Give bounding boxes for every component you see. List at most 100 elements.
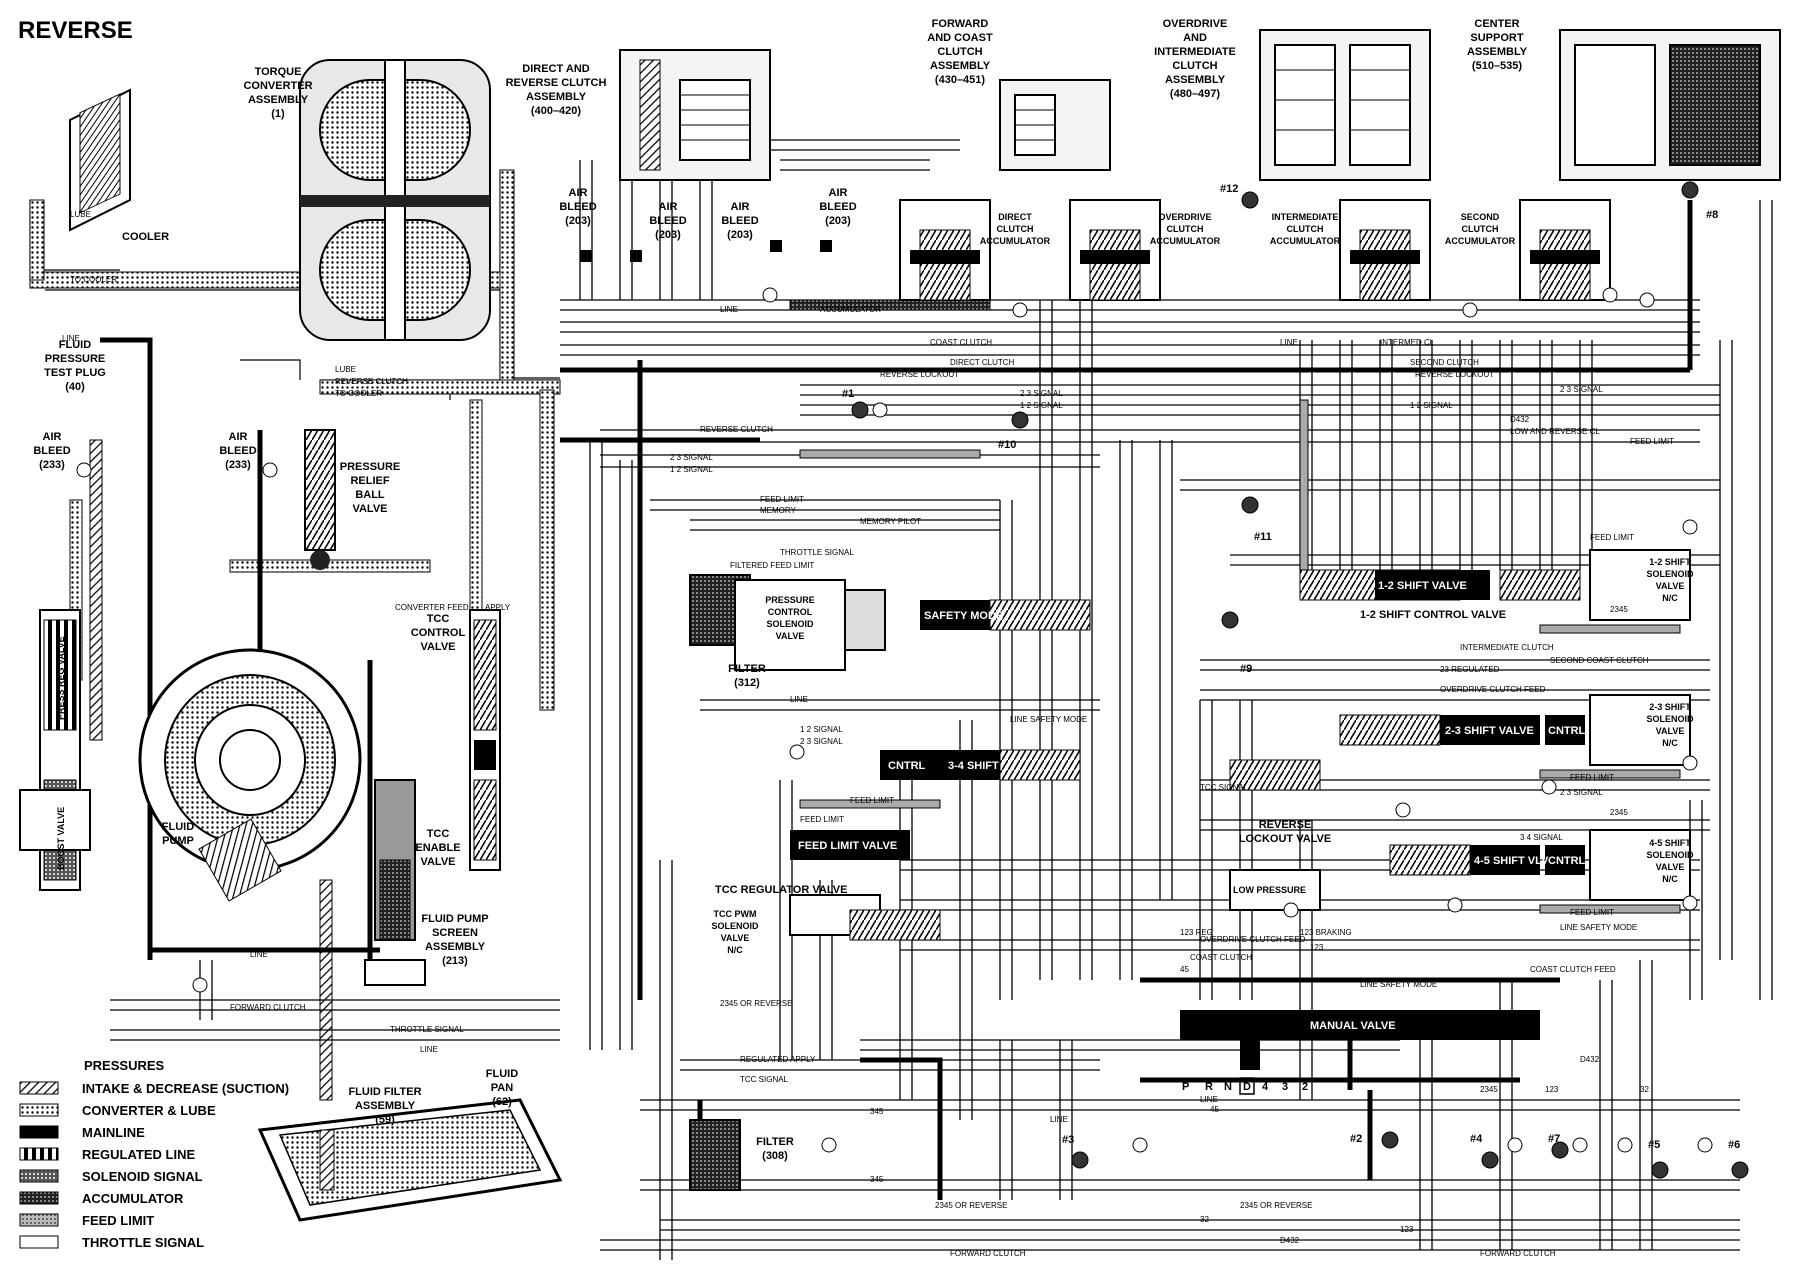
solenoid-45-label-2: SOLENOID (1646, 850, 1694, 860)
coast-clutch-text-2: COAST CLUTCH (1190, 953, 1252, 962)
shift-34-label: 3-4 SHIFT (948, 760, 999, 772)
legend-swatch-mainline (19, 1125, 59, 1139)
overdrive-acc-label-1: OVERDRIVE (1158, 212, 1211, 222)
tcc-valves (469, 609, 501, 871)
tcc-pwm-label-3: VALVE (721, 933, 750, 943)
r2345-or-reverse-text-2: 2345 OR REVERSE (1240, 1201, 1312, 1210)
coast-clutch-feed-text: COAST CLUTCH FEED (1530, 965, 1616, 974)
lube-band-4 (539, 389, 555, 711)
r2345-text-3: 2345 (1610, 808, 1628, 817)
line-safety-mode-text-3: LINE SAFETY MODE (1560, 923, 1637, 932)
press-reg-valve-text: PRESS REG VALVE (56, 636, 66, 720)
overdrive-clutch-feed-text-2: OVERDRIVE CLUTCH FEED (1440, 685, 1546, 694)
solenoid-23-label-2: SOLENOID (1646, 714, 1694, 724)
air-bleed-203-c-1: AIR (731, 201, 750, 213)
fluid-pump-label-2: PUMP (162, 835, 194, 847)
r2345-or-reverse-text-1: 2345 OR REVERSE (935, 1201, 1007, 1210)
legend-label-feed: FEED LIMIT (82, 1213, 154, 1228)
r45-text-2: 45 (1180, 965, 1189, 974)
apply-text-1: APPLY (485, 603, 511, 612)
direct-reverse-label-3: ASSEMBLY (526, 91, 587, 103)
test-plug-label-1: FLUID (59, 339, 91, 351)
reverse-lockout-text-2: REVERSE LOCKOUT (1415, 370, 1494, 379)
line-text-8: LINE (1050, 1115, 1068, 1124)
line-text-4: LINE (790, 695, 808, 704)
pcs-label-3: SOLENOID (766, 619, 814, 629)
r345-text-2: 345 (870, 1175, 884, 1184)
legend-swatch-throttle (19, 1235, 59, 1249)
air-bleed-233-mid-2: BLEED (219, 445, 256, 457)
boost-valve-text: BOOST VALVE (56, 807, 66, 870)
gear-p: P (1182, 1081, 1189, 1093)
intermediate-acc-label-2: CLUTCH (1287, 224, 1324, 234)
fluid-filter-label-1: FLUID FILTER (348, 1086, 421, 1098)
cntrl-23-label: CNTRL (1548, 725, 1586, 737)
cooler-label: COOLER (122, 231, 169, 243)
air-bleed-203-d-2: BLEED (819, 201, 856, 213)
low-pressure-label: LOW PRESSURE (1233, 885, 1306, 895)
overdrive-label-2: AND (1183, 32, 1207, 44)
center-support-drawing (1559, 29, 1781, 181)
signal-12-text-1: 1 2 SIGNAL (1410, 401, 1453, 410)
legend-label-accumulator: ACCUMULATOR (82, 1191, 184, 1206)
cooler-drawing (69, 88, 131, 232)
center-support-label-3: ASSEMBLY (1467, 46, 1528, 58)
direct-reverse-label-2: REVERSE CLUTCH (506, 77, 607, 89)
fluid-pan-label-1: FLUID (486, 1068, 518, 1080)
pressure-relief-label-2: RELIEF (350, 475, 389, 487)
check-ball-6: #6 (1728, 1139, 1740, 1151)
cntrl-34-label: CNTRL (888, 760, 926, 772)
torque-converter-label-3: ASSEMBLY (248, 94, 309, 106)
manual-valve-label: MANUAL VALVE (1310, 1020, 1396, 1032)
torque-converter-label-2: CONVERTER (243, 80, 312, 92)
legend-swatch-converter (19, 1103, 59, 1117)
line-text-6: LINE (420, 1045, 438, 1054)
overdrive-label-3: INTERMEDIATE (1154, 46, 1236, 58)
r2345-text-2: 2345 (1610, 605, 1628, 614)
air-bleed-203-b-1: AIR (659, 201, 678, 213)
check-ball-5: #5 (1648, 1139, 1660, 1151)
lube-text-2: LUBE (335, 365, 356, 374)
fluid-pan-label-2: PAN (491, 1082, 513, 1094)
lube-band-2 (499, 169, 515, 391)
forward-coast-clutch-drawing (999, 79, 1111, 171)
gear-r: R (1205, 1081, 1213, 1093)
pressures-legend: PRESSURES INTAKE & DECREASE (SUCTION) CO… (19, 1058, 289, 1250)
center-support-label-4: (510–535) (1472, 60, 1522, 72)
intermediate-clutch-text: INTERMEDIATE CLUTCH (1460, 643, 1554, 652)
forward-clutch-text-1: FORWARD CLUTCH (230, 1003, 306, 1012)
shift-control-12-label: 1-2 SHIFT CONTROL VALVE (1360, 609, 1506, 621)
feed-limit-text-2: FEED LIMIT (760, 495, 804, 504)
check-ball-3: #3 (1062, 1134, 1074, 1146)
legend-label-intake: INTAKE & DECREASE (SUCTION) (82, 1081, 289, 1096)
pressure-relief-valve (304, 429, 336, 570)
safety-mode-label: SAFETY MODE (924, 610, 1003, 622)
filter-308-label-1: FILTER (756, 1136, 794, 1148)
check-ball-9: #9 (1240, 663, 1252, 675)
filter-312-label-1: FILTER (728, 663, 766, 675)
overdrive-clutch-feed-text: OVERDRIVE CLUTCH FEED (1200, 935, 1306, 944)
shift-vlv-45-label: 4-5 SHIFT VLV (1474, 855, 1549, 867)
pcs-label-4: VALVE (776, 631, 805, 641)
center-support-label-1: CENTER (1474, 18, 1519, 30)
air-bleed-203-c-2: BLEED (721, 215, 758, 227)
signal-23-text-3: 2 3 SIGNAL (670, 453, 713, 462)
signal-23-text-1: 2 3 SIGNAL (1560, 385, 1603, 394)
line-safety-mode-text-2: LINE SAFETY MODE (1360, 980, 1437, 989)
signal-passages (110, 130, 1773, 1260)
line-text-7: LINE (1200, 1095, 1218, 1104)
filter-308-label-2: (308) (762, 1150, 788, 1162)
solenoid-45-label-1: 4-5 SHIFT (1649, 838, 1691, 848)
solenoid-12-label-4: N/C (1662, 593, 1678, 603)
valve-labels: SAFETY MODE CNTRL 3-4 SHIFT FEED LIMIT V… (715, 580, 1586, 1032)
check-ball-1: #1 (842, 388, 854, 400)
r2345-or-reverse-text-3: 2345 OR REVERSE (720, 999, 792, 1008)
second-acc-label-2: CLUTCH (1462, 224, 1499, 234)
legend-label-throttle: THROTTLE SIGNAL (82, 1235, 204, 1250)
shift-valve-12-label: 1-2 SHIFT VALVE (1378, 580, 1467, 592)
signal-12-text-3: 1 2 SIGNAL (670, 465, 713, 474)
reverse-lockout-label-2: LOCKOUT VALVE (1239, 833, 1331, 845)
pump-screen-label-2: SCREEN (432, 927, 478, 939)
tcc-pwm-label-2: SOLENOID (711, 921, 759, 931)
air-bleed-203-b-3: (203) (655, 229, 681, 241)
